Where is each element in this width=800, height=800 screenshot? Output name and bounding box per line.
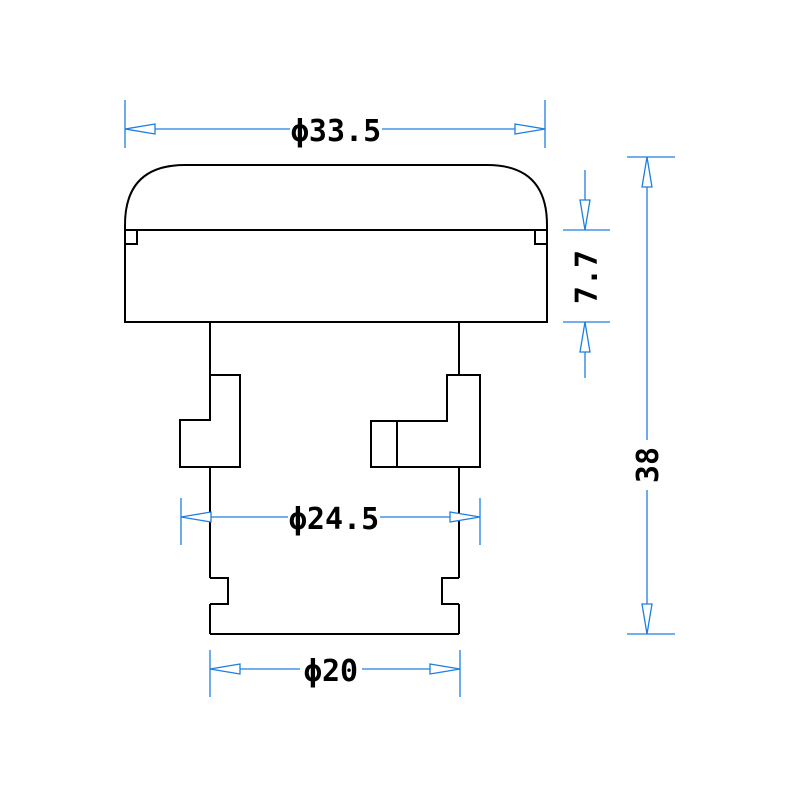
part-outline [124,164,548,635]
arrow-right-icon [429,663,461,675]
arrow-left-icon [124,123,156,135]
cap-notch-right [534,229,548,245]
dim-bottom-diameter-label: ϕ20 [304,654,358,689]
right-bottom-notch [441,577,459,605]
cap-outline [124,164,548,323]
dim-cap-height-label: 7.7 [570,250,605,304]
arrow-down-icon [641,603,653,635]
cap-notch-left [124,229,138,245]
dim-mid-diameter-label: ϕ24.5 [289,502,379,537]
arrow-down-icon [579,199,591,231]
arrow-left-icon [180,511,212,523]
dim-bottom-diameter: ϕ20 [209,650,461,697]
dim-total-height-label: 38 [631,447,666,483]
dim-cap-height: 7.7 [563,170,610,378]
dim-mid-diameter: ϕ24.5 [180,498,481,545]
left-clip [179,374,241,468]
arrow-left-icon [209,663,241,675]
arrow-right-icon [514,123,546,135]
left-bottom-notch [210,577,229,605]
arrow-up-icon [579,321,591,353]
right-clip [370,374,481,468]
arrow-right-icon [449,511,481,523]
dim-total-height: 38 [627,156,675,635]
arrow-up-icon [641,156,653,188]
dim-top-diameter-label: ϕ33.5 [291,114,381,149]
dim-top-diameter: ϕ33.5 [124,100,546,149]
